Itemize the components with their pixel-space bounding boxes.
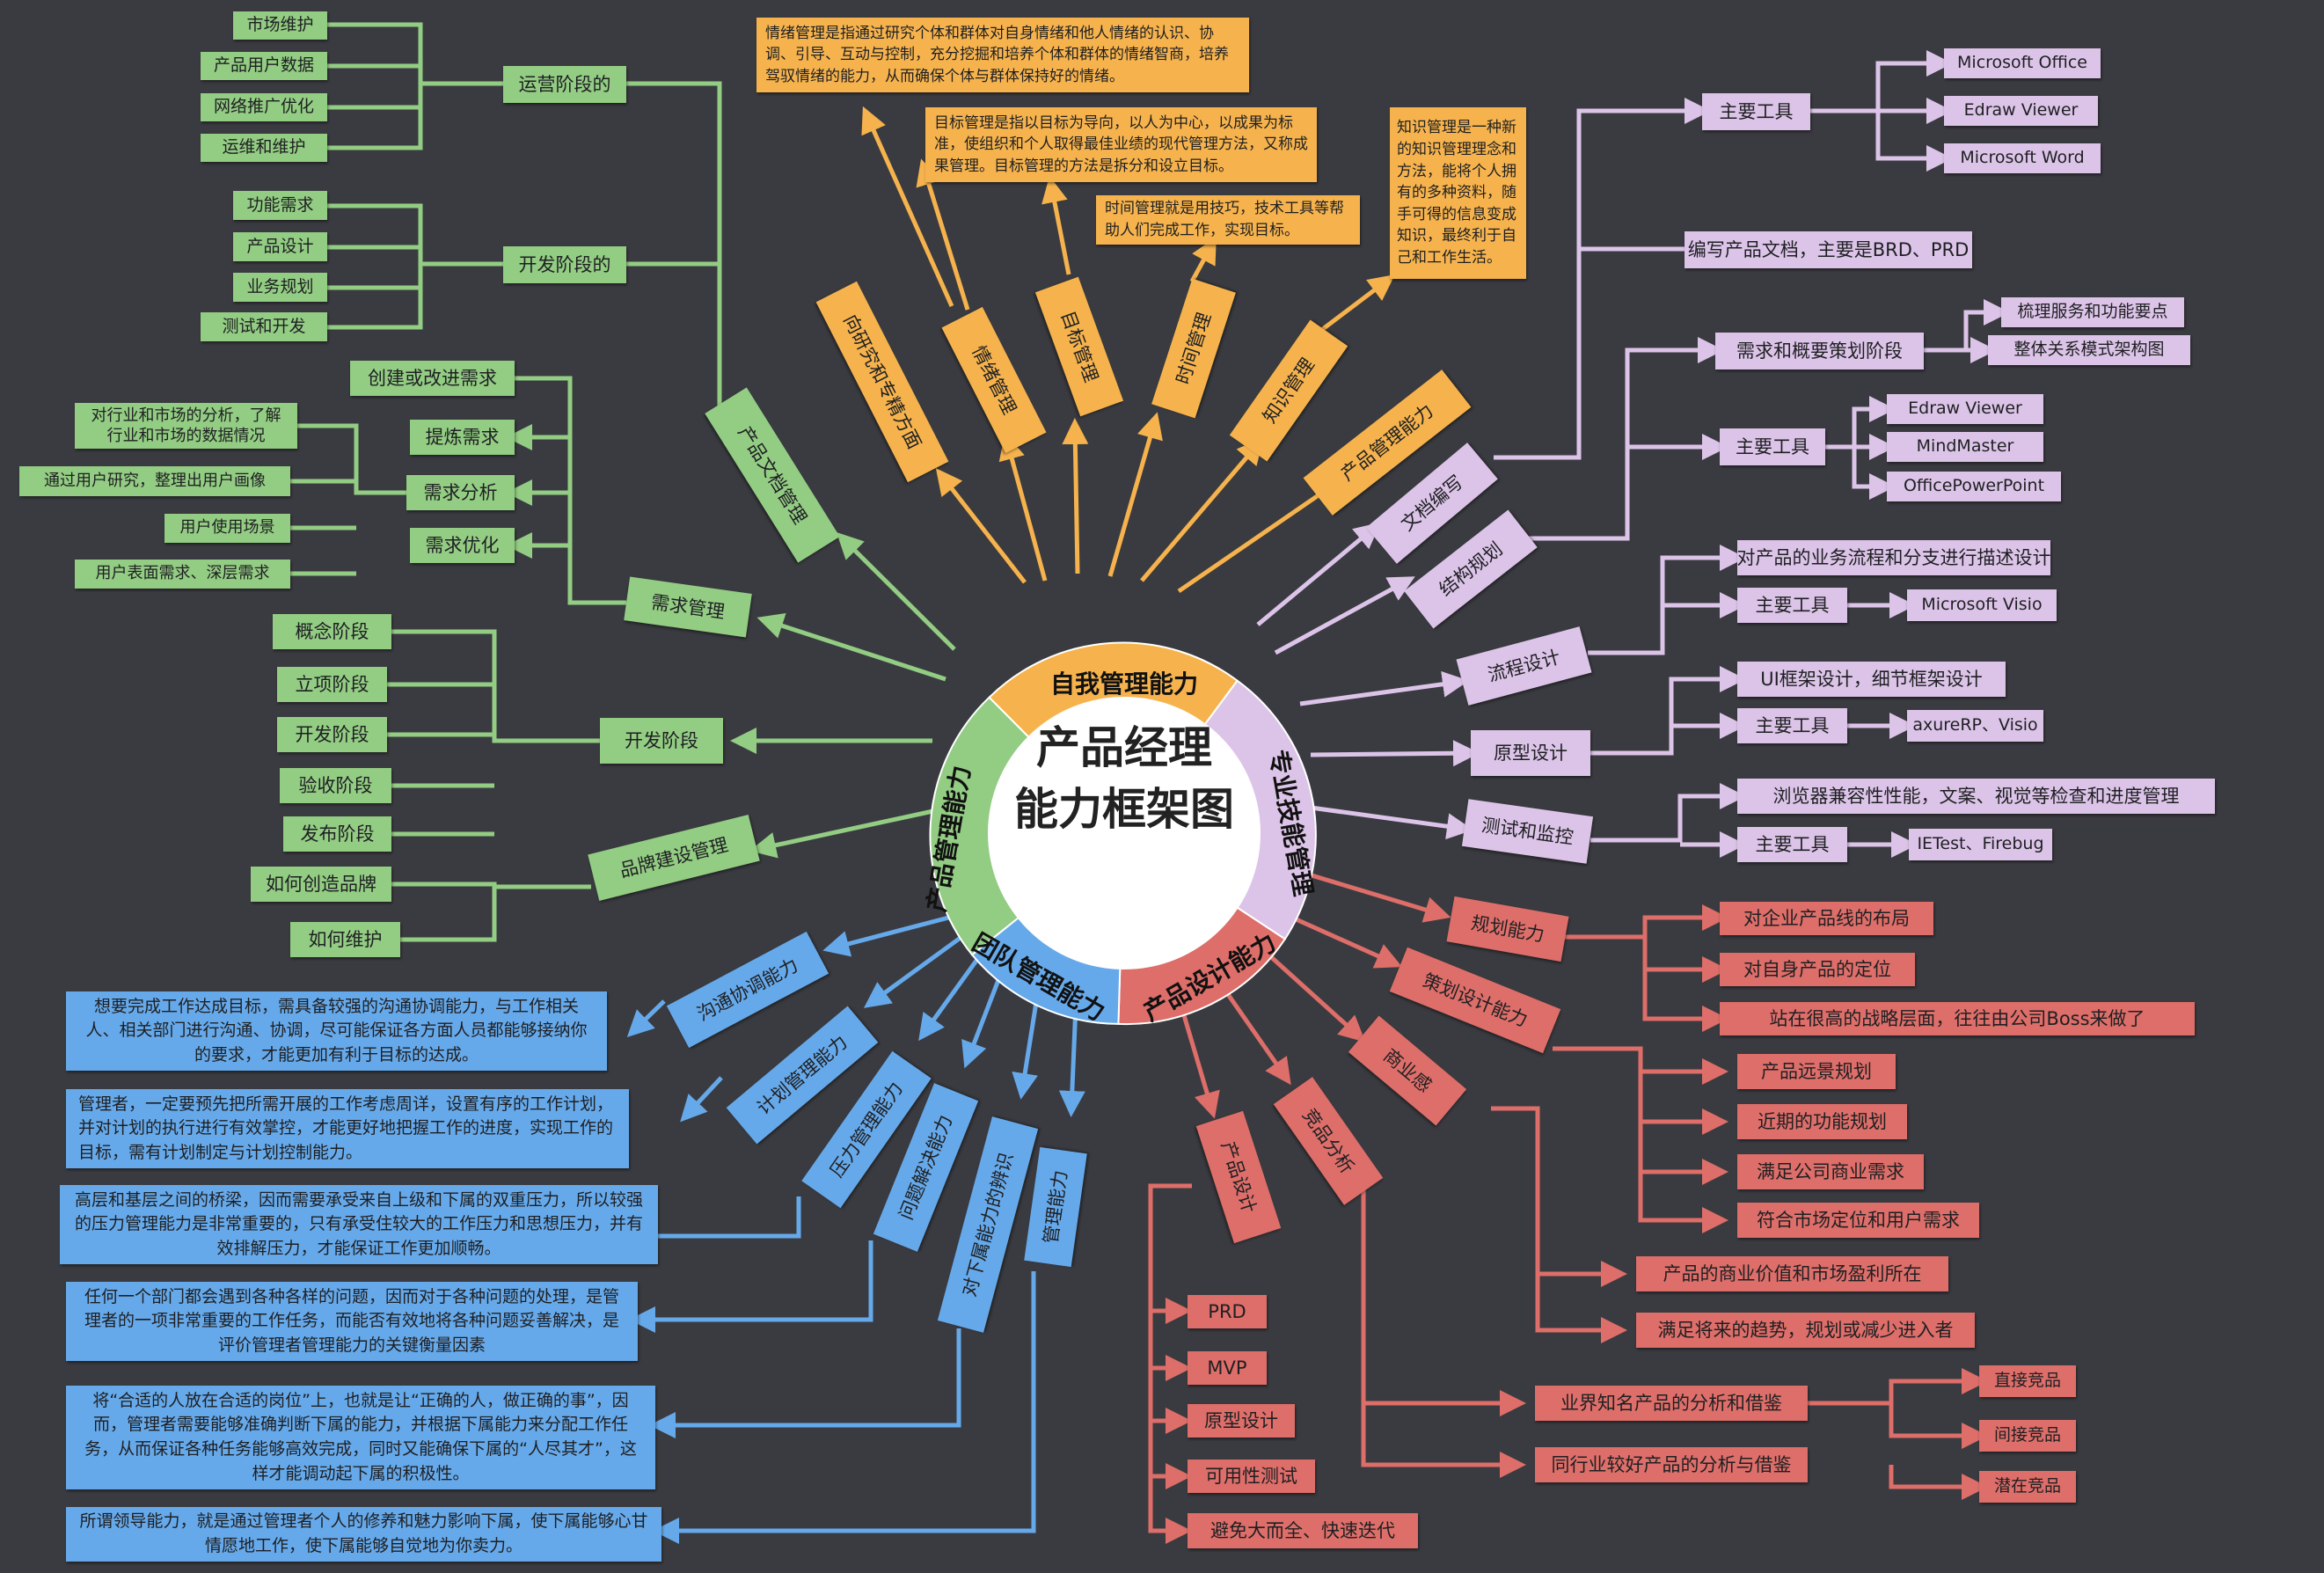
node-competitive-item[interactable]: 同行业较好产品的分析与借鉴 [1535, 1447, 1808, 1482]
note-communication: 想要完成工作达成目标，需具备较强的沟通协调能力，与工作相关人、相关部门进行沟通、… [66, 991, 607, 1071]
note-goal: 目标管理是指以目标为导向，以人为中心，以成果为标准，使组织和个人取得最佳业绩的现… [925, 107, 1317, 182]
node-proto-desc[interactable]: UI框架设计，细节框架设计 [1737, 662, 2006, 697]
node-strategy-item[interactable]: 近期的功能规划 [1737, 1104, 1907, 1139]
node-req-item[interactable]: 需求优化 [410, 528, 515, 563]
node-design-item[interactable]: PRD [1188, 1295, 1267, 1328]
center-hub: 自我管理能力 产品管理能力 专业技能管理 产品设计能力 团队管理能力 [922, 641, 1318, 1027]
node-analysis-item[interactable]: 用户表面需求、深层需求 [75, 560, 290, 589]
node-design-item[interactable]: MVP [1188, 1351, 1267, 1385]
node-req-item[interactable]: 创建或改进需求 [350, 361, 515, 396]
node-structure-tool[interactable]: OfficePowerPoint [1887, 472, 2061, 501]
node-proto[interactable]: 原型设计 [1471, 730, 1590, 776]
center-title: 产品经理 能力框架图 [992, 717, 1256, 840]
node-operation-item[interactable]: 网络推广优化 [201, 93, 327, 121]
node-flow-desc[interactable]: 对产品的业务流程和分支进行描述设计 [1737, 540, 2051, 575]
node-competitor-type[interactable]: 潜在竞品 [1979, 1471, 2076, 1503]
node-operation-item[interactable]: 运维和维护 [201, 134, 327, 162]
node-brand-item[interactable]: 如何创造品牌 [251, 867, 391, 902]
node-dev-item[interactable]: 发布阶段 [283, 816, 391, 852]
node-design-item[interactable]: 原型设计 [1188, 1404, 1295, 1438]
node-dev-item[interactable]: 概念阶段 [273, 614, 391, 649]
node-dev-doc-item[interactable]: 测试和开发 [201, 312, 327, 341]
node-dev-stage-doc[interactable]: 开发阶段的 [503, 246, 626, 283]
node-doc-tool[interactable]: Edraw Viewer [1944, 96, 2098, 126]
node-dev-doc-item[interactable]: 业务规划 [233, 273, 327, 302]
node-planning-item[interactable]: 梳理服务和功能要点 [2001, 297, 2184, 327]
center-title-line2: 能力框架图 [1014, 784, 1234, 835]
node-doc-tool[interactable]: Microsoft Office [1944, 48, 2101, 78]
note-problem: 任何一个部门都会遇到各种各样的问题，因而对于各种问题的处理，是管理者的一项非常重… [66, 1282, 638, 1361]
node-strategy-item[interactable]: 满足公司商业需求 [1737, 1154, 1924, 1189]
node-operation-item[interactable]: 市场维护 [233, 11, 327, 40]
node-competitor-type[interactable]: 间接竞品 [1979, 1420, 2076, 1452]
node-req-item[interactable]: 提炼需求 [410, 420, 515, 455]
note-planning: 管理者，一定要预先把所需开展的工作考虑周详，设置有序的工作计划，并对计划的执行进… [66, 1089, 629, 1168]
node-proto-tools[interactable]: 主要工具 [1737, 708, 1847, 743]
node-structure-tools[interactable]: 主要工具 [1720, 428, 1825, 465]
node-flow-tool[interactable]: Microsoft Visio [1907, 589, 2057, 621]
node-flow-tools[interactable]: 主要工具 [1737, 588, 1847, 623]
node-dev-item[interactable]: 开发阶段 [277, 717, 387, 752]
node-operation-item[interactable]: 产品用户数据 [201, 52, 327, 80]
note-judge: 将“合适的人放在合适的岗位”上，也就是让“正确的人，做正确的事”，因而，管理者需… [66, 1386, 655, 1489]
note-pressure: 高层和基层之间的桥梁，因而需要承受来自上级和下属的双重压力，所以较强的压力管理能… [60, 1185, 658, 1264]
node-test-tool[interactable]: IETest、Firebug [1909, 829, 2052, 860]
node-business-item[interactable]: 满足将来的趋势，规划或减少进入者 [1636, 1313, 1975, 1348]
node-test-tools[interactable]: 主要工具 [1737, 827, 1847, 862]
note-time: 时间管理就是用技巧，技术工具等帮助人们完成工作，实现目标。 [1096, 195, 1360, 245]
node-structure-tool[interactable]: Edraw Viewer [1887, 394, 2043, 424]
node-main-tools[interactable]: 主要工具 [1702, 93, 1810, 130]
node-planning-item[interactable]: 整体关系模式架构图 [1988, 335, 2190, 365]
node-dev-doc-item[interactable]: 产品设计 [233, 232, 327, 261]
node-dev-item[interactable]: 立项阶段 [277, 667, 387, 702]
node-proto-tool[interactable]: axureRP、Visio [1907, 710, 2043, 742]
node-planning-item[interactable]: 对自身产品的定位 [1720, 953, 1915, 986]
node-competitor-type[interactable]: 直接竞品 [1979, 1365, 2076, 1397]
node-analysis-item[interactable]: 对行业和市场的分析，了解行业和市场的数据情况 [75, 403, 297, 449]
node-dev-item[interactable]: 验收阶段 [280, 768, 391, 803]
note-leadership: 所谓领导能力，就是通过管理者个人的修养和魅力影响下属，使下属能够心甘情愿地工作，… [66, 1507, 661, 1562]
node-brand-item[interactable]: 如何维护 [290, 922, 400, 957]
node-planning-stage[interactable]: 需求和概要策划阶段 [1715, 333, 1924, 369]
node-analysis-item[interactable]: 用户使用场景 [164, 514, 290, 543]
node-business-item[interactable]: 产品的商业价值和市场盈利所在 [1636, 1256, 1948, 1291]
note-knowledge: 知识管理是一种新的知识管理理念和方法，能将个人拥有的多种资料，随手可得的信息变成… [1390, 107, 1526, 279]
node-req-item[interactable]: 需求分析 [406, 475, 515, 510]
node-operation-stage[interactable]: 运营阶段的 [503, 66, 626, 103]
segment-label-self: 自我管理能力 [1050, 669, 1198, 699]
node-planning-item[interactable]: 对企业产品线的布局 [1720, 902, 1933, 935]
node-competitive-item[interactable]: 业界知名产品的分析和借鉴 [1535, 1386, 1808, 1421]
node-dev-stage[interactable]: 开发阶段 [600, 718, 723, 764]
note-emotion: 情绪管理是指通过研究个体和群体对自身情绪和他人情绪的认识、协调、引导、互动与控制… [756, 18, 1249, 92]
node-analysis-item[interactable]: 通过用户研究，整理出用户画像 [19, 466, 290, 496]
node-design-item[interactable]: 可用性测试 [1188, 1460, 1315, 1493]
node-planning-item[interactable]: 站在很高的战略层面，往往由公司Boss来做了 [1720, 1002, 2195, 1035]
node-doc-tool[interactable]: Microsoft Word [1944, 143, 2101, 173]
center-title-line1: 产品经理 [1036, 722, 1212, 773]
node-dev-doc-item[interactable]: 功能需求 [233, 191, 327, 220]
node-write-docs[interactable]: 编写产品文档，主要是BRD、PRD [1685, 231, 1972, 268]
node-design-item[interactable]: 避免大而全、快速迭代 [1188, 1513, 1418, 1548]
node-test-desc[interactable]: 浏览器兼容性性能，文案、视觉等检查和进度管理 [1737, 779, 2215, 814]
node-structure-tool[interactable]: MindMaster [1887, 432, 2043, 462]
node-strategy-item[interactable]: 符合市场定位和用户需求 [1737, 1203, 1979, 1238]
node-strategy-item[interactable]: 产品远景规划 [1737, 1054, 1896, 1089]
